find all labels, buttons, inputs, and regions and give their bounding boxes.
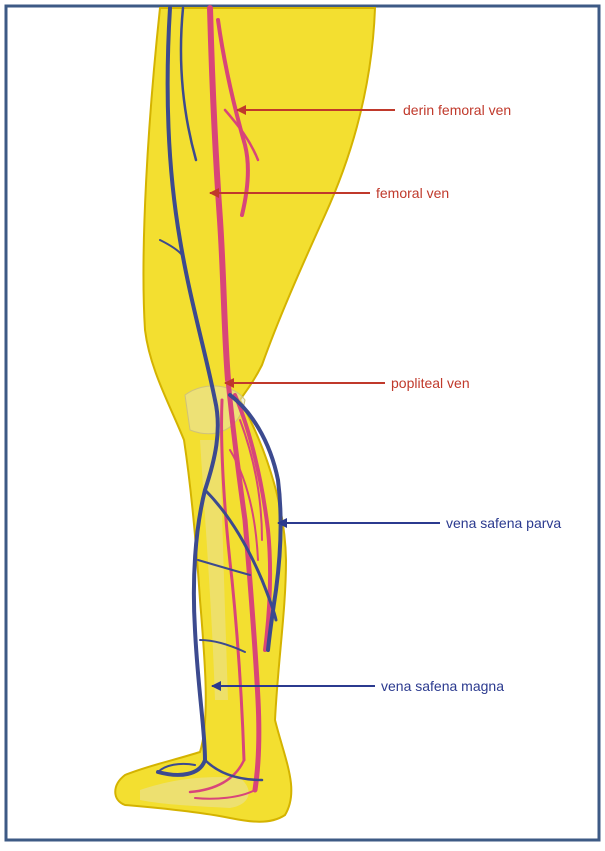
great-saphenous-label: vena safena magna bbox=[381, 678, 504, 694]
deep-femoral-label: derin femoral ven bbox=[403, 102, 511, 118]
femoral-label: femoral ven bbox=[376, 185, 449, 201]
popliteal-label: popliteal ven bbox=[391, 375, 470, 391]
small-saphenous-label: vena safena parva bbox=[446, 515, 561, 531]
